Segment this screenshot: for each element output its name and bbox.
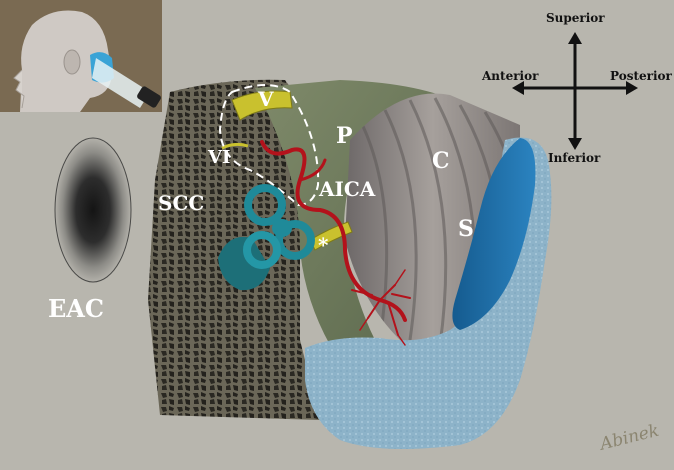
- label-cerebellum: C: [432, 148, 450, 174]
- label-asterisk: *: [318, 233, 329, 257]
- nerve-vi: [221, 142, 249, 150]
- label-nerve-v: V: [257, 87, 274, 111]
- aica-artery: [260, 140, 411, 346]
- label-pons: P: [336, 123, 353, 149]
- sigmoid-sinus: [452, 138, 536, 330]
- label-anterior: Anterior: [481, 69, 539, 83]
- label-inferior: Inferior: [548, 151, 601, 165]
- label-sigmoid-sinus: S: [458, 216, 474, 242]
- external-auditory-canal: [54, 137, 132, 283]
- label-nerve-vi: VI: [207, 147, 230, 168]
- semicircular-canals: [218, 184, 315, 291]
- label-superior: Superior: [546, 11, 605, 25]
- orientation-cross-icon: [512, 32, 638, 150]
- label-aica: AICA: [318, 177, 376, 201]
- label-eac: EAC: [48, 294, 104, 323]
- pons: [255, 80, 440, 345]
- head-profile-endoscope-icon: [0, 0, 162, 113]
- label-scc: SCC: [158, 191, 204, 215]
- label-posterior: Posterior: [610, 69, 673, 83]
- nerve-v: [231, 90, 293, 121]
- dura-mater: [305, 137, 552, 449]
